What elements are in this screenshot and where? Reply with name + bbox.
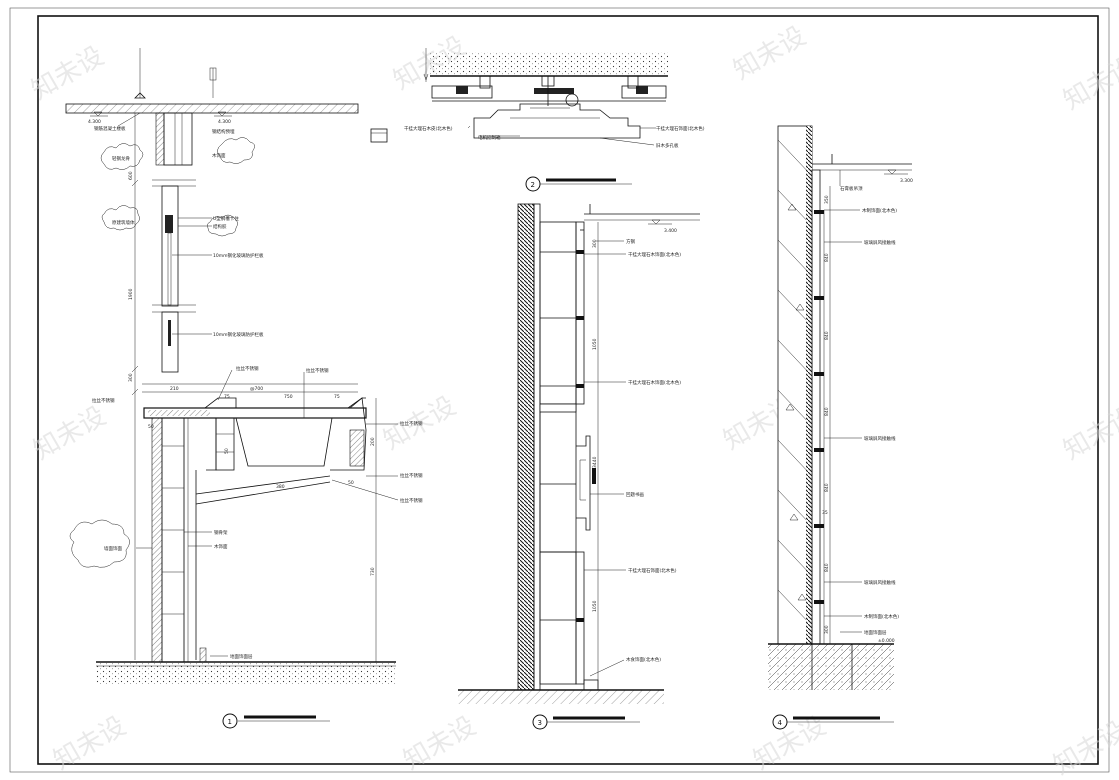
watermark-text: 知未设 bbox=[399, 711, 482, 776]
callout-label: 拉丝不锈钢 bbox=[306, 367, 329, 374]
callout-label: 拉丝不锈钢 bbox=[236, 365, 259, 372]
callout-label: 玻璃屏风接触线 bbox=[864, 579, 896, 586]
detail-2: 干挂大理石木皮(北木色) 电机控制箱 干挂大理石饰面(北木色) 旧木多孔板 2 bbox=[370, 48, 705, 192]
callout-label: 拉丝不锈钢 bbox=[400, 497, 423, 504]
callout-label: 10mm钢化玻璃防护栏板 bbox=[213, 252, 264, 259]
dimension-label: 75 bbox=[334, 394, 340, 400]
callout-label: 玻璃屏风接触线 bbox=[864, 435, 896, 442]
dimension-label: 50 bbox=[148, 424, 154, 430]
elevation-label: 3.400 bbox=[664, 228, 677, 234]
dimension-label: 350 bbox=[824, 195, 830, 204]
revision-cloud bbox=[101, 205, 140, 231]
dimension-label: 1900 bbox=[128, 288, 134, 300]
detail-number: 1 bbox=[228, 718, 232, 726]
wall-hatch bbox=[777, 139, 813, 627]
revision-cloud bbox=[217, 137, 255, 164]
elevation-label: 3.300 bbox=[900, 178, 913, 184]
dimension-label: 300 bbox=[824, 625, 830, 634]
callout-label: 钢筋混凝土楼板 bbox=[94, 125, 126, 132]
callout-label: 原建筑墙体 bbox=[112, 219, 135, 226]
inner-frame bbox=[37, 15, 1099, 765]
watermark-text: 知未设 bbox=[749, 711, 832, 776]
dimension-label: 300 bbox=[128, 373, 134, 382]
watermark-text: 知未设 bbox=[1059, 51, 1119, 116]
callout-label: 钢骨架 bbox=[214, 529, 228, 536]
dimension-label: 840 bbox=[824, 563, 830, 572]
callout-label: 木饰面 bbox=[212, 152, 226, 159]
callout-label: 拉丝不锈钢 bbox=[92, 397, 115, 404]
dimension-label: 840 bbox=[824, 331, 830, 340]
dimension-label: 75 bbox=[224, 394, 230, 400]
callout-label: 干挂大理石饰面(北木色) bbox=[628, 567, 677, 574]
callout-label: 轻钢龙骨 bbox=[112, 155, 130, 162]
callout-label: 墙面饰面 bbox=[104, 545, 122, 552]
dimension-label: 730 bbox=[370, 567, 376, 576]
callout-label: 10mm钢化玻璃防护栏板 bbox=[213, 331, 264, 338]
detail-1: 4.300 4.300 钢筋混凝土楼板 钢结构预埋 轻钢龙骨 木饰面 U型钢 bbox=[65, 48, 423, 729]
callout-label: 电机控制箱 bbox=[478, 134, 501, 141]
callout-label: 干挂大理石饰面(北木色) bbox=[656, 125, 705, 132]
callout-label: 木饰面 bbox=[214, 543, 228, 550]
callout-label: 结构胶 bbox=[213, 223, 227, 230]
dimension-label: 50 bbox=[224, 448, 230, 454]
callout-label: 拉丝不锈钢 bbox=[400, 472, 423, 479]
watermark-text: 知未设 bbox=[29, 401, 112, 466]
detail-number: 3 bbox=[538, 719, 542, 727]
callout-label: 旧木多孔板 bbox=[656, 142, 679, 149]
dimension-label: 380 bbox=[276, 484, 285, 490]
callout-label: 拉丝不锈钢 bbox=[400, 420, 423, 427]
detail-number: 4 bbox=[778, 719, 783, 727]
dimension-label: 840 bbox=[824, 407, 830, 416]
callout-label: 干挂大理石木饰面(北木色) bbox=[628, 251, 681, 258]
detail-4: 3.300 石膏板吊顶 350 840 840 840 840 840 35 3… bbox=[768, 125, 913, 730]
callout-label: 地面饰面层 bbox=[864, 629, 887, 636]
callout-label: 木食饰面(北木色) bbox=[626, 656, 661, 663]
watermark-text: 知未设 bbox=[27, 41, 110, 106]
callout-label: 石膏板吊顶 bbox=[840, 185, 863, 192]
outer-frame bbox=[9, 7, 1110, 773]
elevation-label: ±0.000 bbox=[878, 638, 895, 644]
dimension-label: 210 bbox=[170, 386, 179, 392]
callout-label: 木制饰面(北木色) bbox=[862, 207, 897, 214]
callout-label: 玻璃屏风接触线 bbox=[864, 239, 896, 246]
dimension-label: 300 bbox=[592, 239, 598, 248]
watermark-text: 知未设 bbox=[729, 21, 812, 86]
dimension-label: 3440 bbox=[592, 456, 598, 468]
callout-label: 回题书画 bbox=[626, 491, 644, 498]
watermark-text: 知未设 bbox=[1059, 401, 1119, 466]
revision-cloud bbox=[100, 143, 144, 170]
panel-joints bbox=[814, 210, 824, 604]
callout-label: 地面饰面层 bbox=[230, 653, 253, 660]
dimension-label: 600 bbox=[128, 171, 134, 180]
dimension-label: 750 bbox=[284, 394, 293, 400]
dimension-label: 35 bbox=[822, 510, 828, 516]
watermark-text: 知未设 bbox=[1049, 716, 1119, 780]
wall-studs bbox=[162, 445, 184, 615]
dimension-label: 50 bbox=[348, 480, 354, 486]
callout-label: 干挂大理石木饰面(北木色) bbox=[628, 379, 681, 386]
dimension-label: 1050 bbox=[592, 338, 598, 350]
detail-number: 2 bbox=[531, 181, 535, 189]
dimension-label: 840 bbox=[824, 483, 830, 492]
callout-label: U型钢槽卡住 bbox=[213, 215, 239, 222]
dimension-label: @700 bbox=[250, 386, 263, 392]
callout-label: 方钢 bbox=[626, 238, 635, 245]
watermark-text: 知未设 bbox=[49, 711, 132, 776]
elevation-label: 4.300 bbox=[88, 119, 101, 125]
floor-slab bbox=[65, 103, 359, 114]
elevation-label: 4.300 bbox=[218, 119, 231, 125]
detail-3: 3.400 300 1050 3440 1050 方钢 bbox=[458, 203, 700, 730]
dimension-label: 1050 bbox=[592, 600, 598, 612]
revision-cloud bbox=[69, 519, 130, 568]
callout-label: 干挂大理石木皮(北木色) bbox=[404, 125, 453, 132]
callout-label: 钢结构预埋 bbox=[212, 128, 235, 135]
dimension-label: 200 bbox=[370, 437, 376, 446]
revision-cloud bbox=[207, 214, 238, 237]
dimension-label: 840 bbox=[824, 253, 830, 262]
callout-label: 木制饰面(北木色) bbox=[864, 613, 899, 620]
dimension-ticks bbox=[131, 179, 139, 396]
detail-number-circle bbox=[222, 713, 238, 729]
